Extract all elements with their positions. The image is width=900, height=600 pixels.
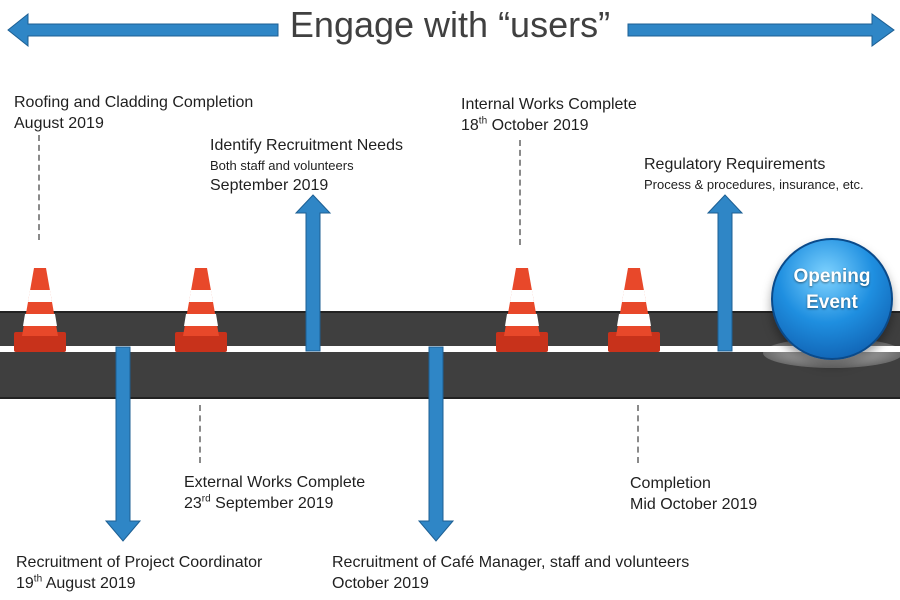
traffic-cone-icon [496, 268, 548, 352]
dashed-connector [637, 405, 639, 463]
traffic-cone-icon [14, 268, 66, 352]
milestone-regulatory: Regulatory Requirements Process & proced… [644, 156, 864, 192]
opening-event-label: Opening Event [793, 266, 871, 313]
up-arrow [294, 194, 332, 352]
left-arrow-segment [7, 12, 279, 48]
engage-arrow [7, 12, 895, 48]
opening-event-orb: Opening Event [771, 238, 893, 360]
road [0, 311, 900, 399]
traffic-cone-icon [175, 268, 227, 352]
milestone-internal-works: Internal Works Complete 18th October 201… [461, 96, 637, 134]
milestone-completion: Completion Mid October 2019 [630, 475, 758, 513]
traffic-cone-icon [608, 268, 660, 352]
dashed-connector [519, 140, 521, 245]
down-arrow [104, 346, 142, 542]
down-arrow [417, 346, 455, 542]
road-center-line [0, 346, 900, 352]
milestone-project-coordinator: Recruitment of Project Coordinator 19th … [16, 554, 263, 592]
milestone-external-works: External Works Complete 23rd September 2… [184, 474, 366, 512]
milestone-cafe-manager: Recruitment of Café Manager, staff and v… [332, 554, 690, 592]
milestone-roofing: Roofing and Cladding Completion August 2… [14, 94, 254, 132]
dashed-connector [38, 135, 40, 240]
page-title: Engage with “users” [289, 4, 611, 45]
up-arrow [706, 194, 744, 352]
milestone-recruitment-needs: Identify Recruitment Needs Both staff an… [210, 137, 403, 194]
dashed-connector [199, 405, 201, 463]
right-arrow-segment [627, 13, 895, 47]
